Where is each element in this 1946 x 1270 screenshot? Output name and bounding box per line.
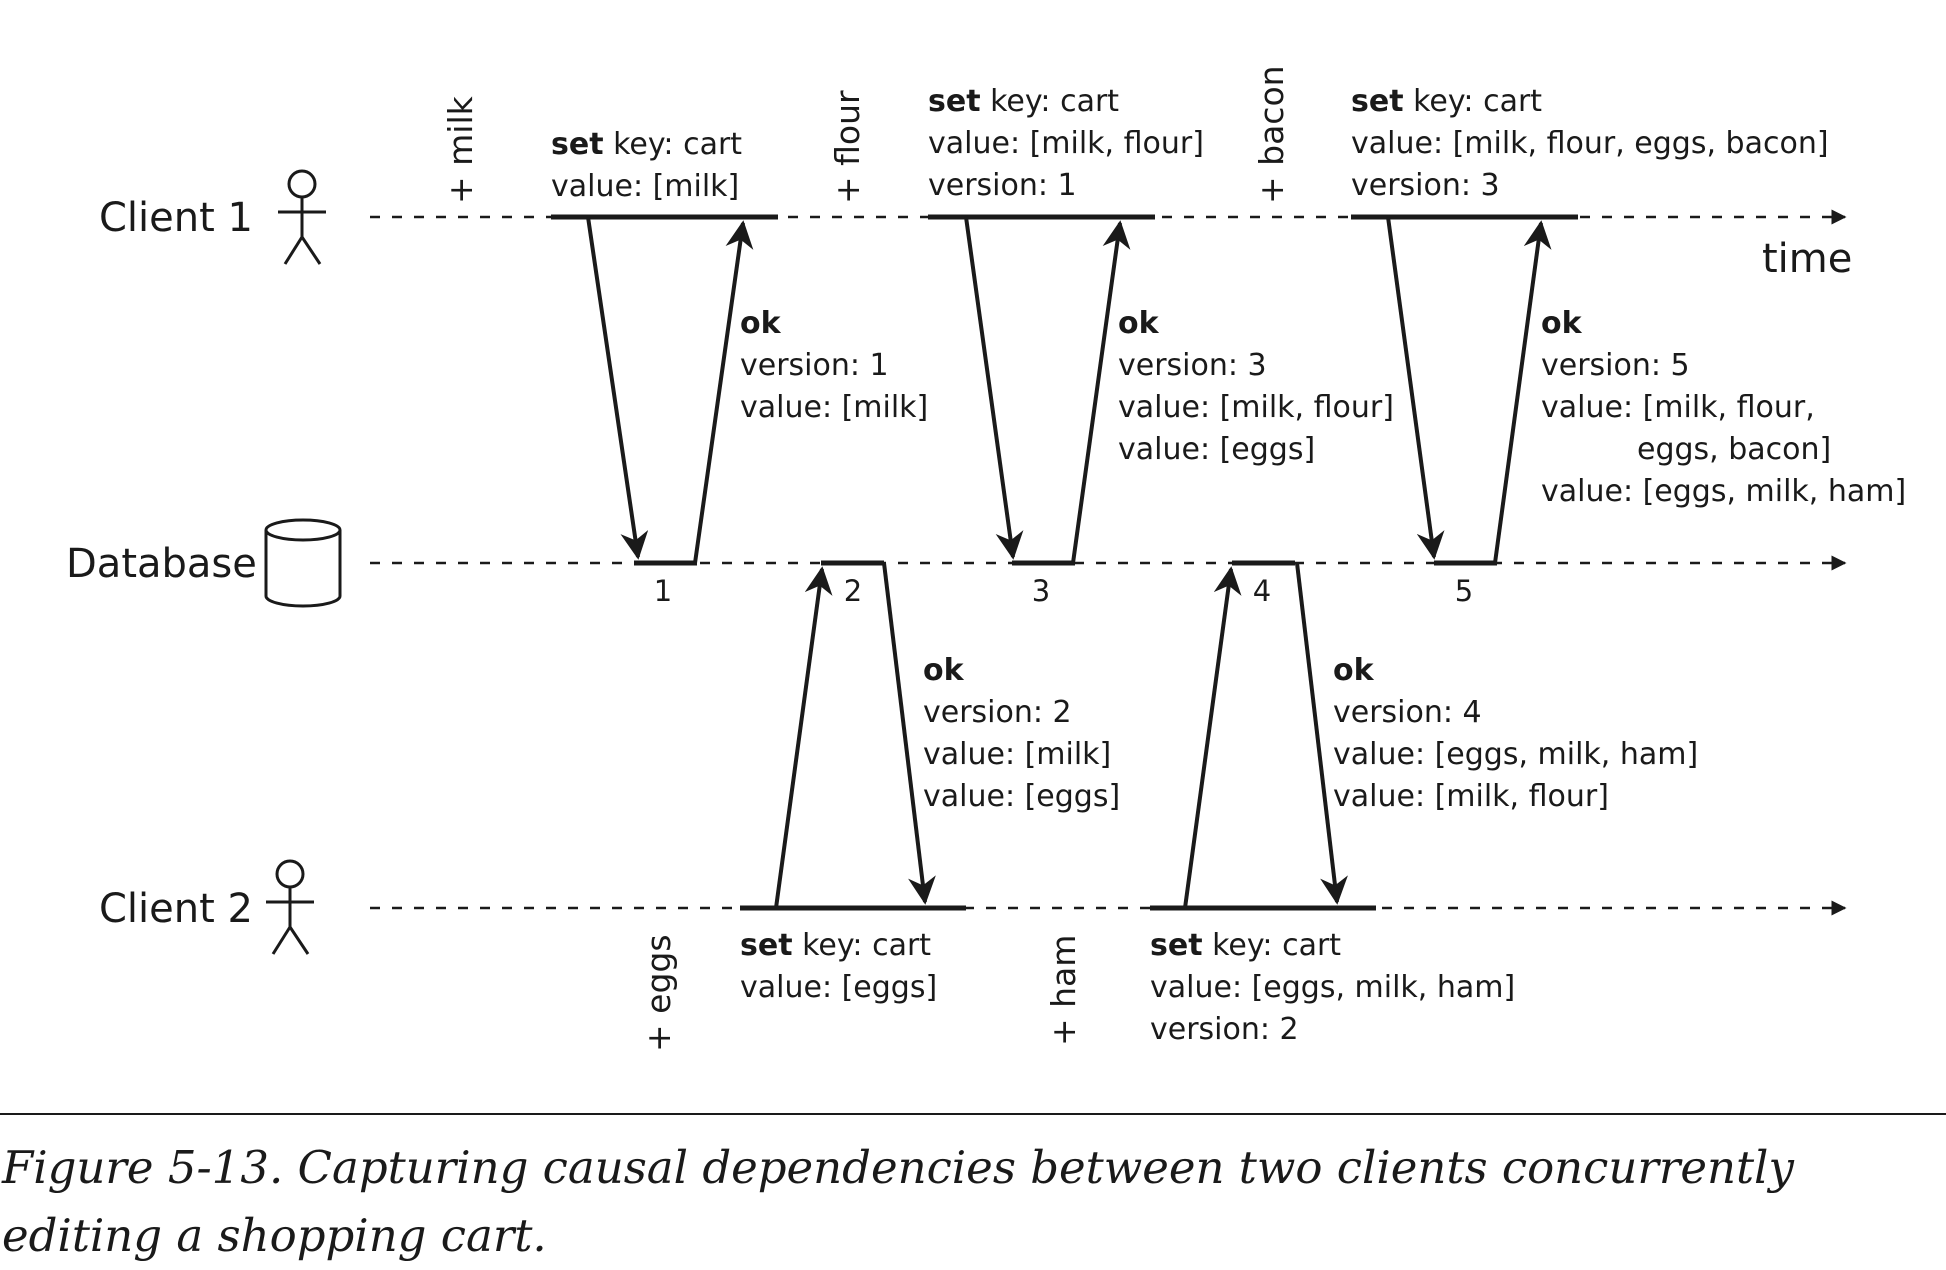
- request1-text: set key: cart value: [milk]: [551, 127, 752, 204]
- db-version-5: 5: [1455, 574, 1473, 608]
- request1-arrow: [586, 216, 649, 560]
- client2-person-icon: [266, 859, 314, 955]
- response2-text: ok version: 3 value: [milk, flour] value…: [1118, 306, 1403, 467]
- client2-label: Client 2: [99, 886, 253, 932]
- response4-arrow: [882, 562, 936, 905]
- event-add-flour: + flour: [828, 90, 867, 204]
- response3-arrow: [1493, 220, 1552, 564]
- event-add-milk: + milk: [441, 95, 480, 204]
- time-axis-label: time: [1762, 236, 1852, 282]
- database-label: Database: [66, 541, 257, 587]
- response2-arrow: [1071, 220, 1131, 564]
- figure-caption: Figure 5-13. Capturing causal dependenci…: [2, 1141, 1794, 1262]
- response1-text: ok version: 1 value: [milk]: [740, 306, 928, 425]
- request3-arrow: [1386, 216, 1445, 560]
- event-add-bacon: + bacon: [1252, 65, 1291, 204]
- response3-text: ok version: 5 value: [milk, flour, eggs,…: [1541, 306, 1906, 509]
- request5-text: set key: cart value: [eggs, milk, ham] v…: [1150, 928, 1525, 1047]
- response4-text: ok version: 2 value: [milk] value: [eggs…: [923, 653, 1121, 814]
- event-add-eggs: + eggs: [639, 934, 678, 1052]
- request2-arrow: [964, 216, 1024, 560]
- db-version-3: 3: [1032, 574, 1050, 608]
- event-add-ham: + ham: [1044, 935, 1083, 1046]
- response5-text: ok version: 4 value: [eggs, milk, ham] v…: [1333, 653, 1708, 814]
- request3-text: set key: cart value: [milk, flour, eggs,…: [1351, 84, 1838, 203]
- response1-arrow: [693, 220, 754, 564]
- request4-arrow: [774, 566, 833, 909]
- db-version-4: 4: [1253, 574, 1271, 608]
- request2-text: set key: cart value: [milk, flour] versi…: [928, 84, 1213, 203]
- db-version-1: 1: [654, 574, 672, 608]
- request5-arrow: [1183, 566, 1242, 909]
- request4-text: set key: cart value: [eggs]: [740, 928, 941, 1005]
- response5-arrow: [1295, 562, 1348, 905]
- client1-person-icon: [278, 169, 326, 265]
- database-cylinder-icon: [264, 518, 342, 608]
- caption-divider: [0, 1113, 1946, 1115]
- client1-label: Client 1: [99, 195, 253, 241]
- db-version-2: 2: [844, 574, 862, 608]
- sequence-diagram: Client 1 Database Client 2 time: [66, 65, 1906, 1052]
